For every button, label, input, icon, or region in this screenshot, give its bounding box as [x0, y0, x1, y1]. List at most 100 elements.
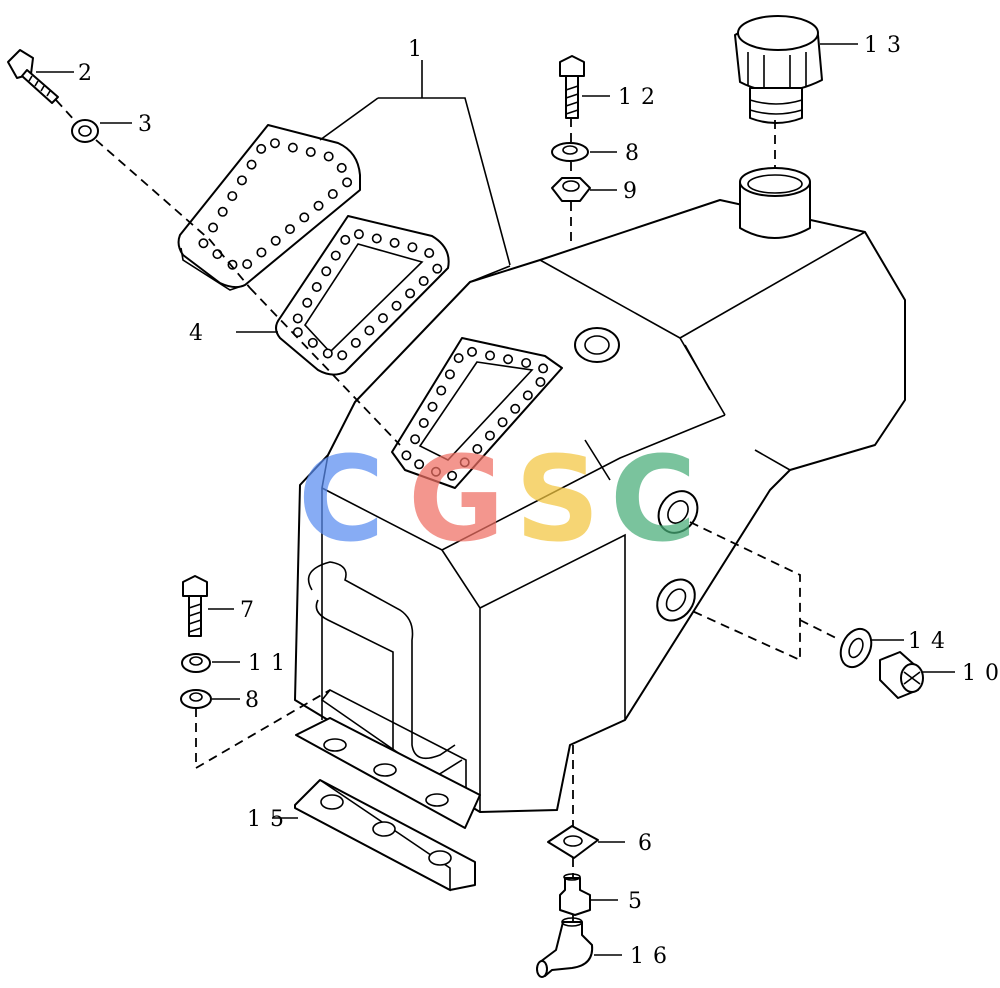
flange-bolt-hole [503, 354, 514, 365]
cover-bolt-hole [284, 224, 295, 235]
cover-bolt-hole [217, 206, 228, 217]
tank-sender-flange [391, 337, 563, 489]
gasket-bolt-hole [405, 288, 416, 299]
cover-bolt-hole [198, 238, 209, 249]
flange-bolt-hole [418, 417, 429, 428]
fuel-tank [294, 199, 906, 813]
gasket-bolt-hole [389, 237, 400, 248]
tank-top-boss [574, 327, 620, 363]
gasket [275, 215, 450, 376]
callout-11: 11 [248, 651, 294, 676]
callout-4: 4 [189, 321, 212, 346]
flange-bolt-hole [410, 434, 421, 445]
gasket-bolt-hole [330, 250, 341, 261]
callout-10: 10 [962, 661, 1000, 686]
callout-8-upper: 8 [625, 141, 648, 166]
bolt-part-2 [7, 49, 59, 104]
gasket-bolt-hole [391, 300, 402, 311]
watermark-logo: C G S C [298, 430, 697, 568]
callout-1: 1 [408, 37, 431, 62]
flange-bolt-hole [436, 385, 447, 396]
filler-cap-part-13 [734, 15, 823, 124]
callout-3: 3 [138, 112, 161, 137]
gasket-bolt-hole [424, 248, 435, 259]
cover-bolt-hole [236, 175, 247, 186]
cover-bolt-hole [242, 259, 253, 270]
flange-bolt-hole [459, 457, 470, 468]
gasket-bolt-hole [311, 282, 322, 293]
gasket-bolt-hole [307, 337, 318, 348]
gasket-bolt-hole [353, 229, 364, 240]
drain-plug-part-10 [879, 651, 924, 699]
gasket-bolt-hole [371, 233, 382, 244]
cover-bolt-hole [227, 259, 238, 270]
flange-bolt-hole [510, 403, 521, 414]
watermark-letter-4: C [610, 430, 697, 568]
elbow-fitting-part-16 [536, 917, 594, 978]
washer-part-8-upper [551, 142, 589, 162]
gasket-bolt-hole [322, 348, 333, 359]
gasket-bolt-hole [292, 313, 303, 324]
washer-part-14 [839, 627, 873, 669]
callout-15: 15 [247, 807, 293, 832]
gasket-bolt-hole [340, 234, 351, 245]
watermark-letter-3: S [515, 430, 600, 568]
assembly-dash-lines [55, 99, 841, 922]
watermark-letter-1: C [298, 430, 385, 568]
callout-labels: 1 2 3 4 5 6 7 8 8 9 10 11 12 13 14 15 16 [78, 33, 1000, 969]
flange-bolt-hole [444, 369, 455, 380]
cover-bolt-hole [269, 138, 280, 149]
callout-16: 16 [630, 944, 676, 969]
flange-bolt-hole [484, 430, 495, 441]
callout-2: 2 [78, 61, 101, 86]
flange-bolt-hole [427, 401, 438, 412]
callout-13: 13 [864, 33, 910, 58]
flange-bolt-hole [414, 459, 425, 470]
callout-5: 5 [628, 889, 651, 914]
cover-bolt-hole [270, 235, 281, 246]
flange-bolt-hole [453, 353, 464, 364]
callout-14: 14 [908, 629, 954, 654]
callout-7: 7 [240, 598, 263, 623]
gasket-bolt-hole [418, 276, 429, 287]
leader-lines [36, 43, 955, 956]
mounting-bar-part-15 [294, 779, 476, 892]
flange-bolt-hole [430, 466, 441, 477]
flange-bolt-hole [472, 443, 483, 454]
watermark-letter-2: G [408, 430, 505, 568]
gasket-bolt-hole [321, 266, 332, 277]
cover-bolt-hole [313, 200, 324, 211]
gasket-bolt-hole [377, 313, 388, 324]
flange-bolt-hole [522, 390, 533, 401]
gasket-bolt-hole [407, 242, 418, 253]
gasket-bolt-hole [337, 350, 348, 361]
cover-bolt-hole [323, 151, 334, 162]
cover-bolt-hole [227, 191, 238, 202]
cover-bolt-hole [246, 159, 257, 170]
cover-plate [177, 124, 361, 291]
cover-bolt-hole [336, 162, 347, 173]
cover-bolt-hole [342, 177, 353, 188]
flange-bolt-hole [538, 363, 549, 374]
lock-washer-part-3 [71, 119, 99, 143]
lock-washer-part-11 [181, 653, 211, 673]
gasket-bolt-hole [364, 325, 375, 336]
flange-bolt-hole [497, 417, 508, 428]
flange-bolt-hole [535, 376, 546, 387]
tank-mounting-foot [295, 717, 481, 829]
gasket-bolt-hole [292, 327, 303, 338]
flange-bolt-hole [485, 350, 496, 361]
side-port-lower [656, 578, 696, 622]
callout-12: 12 [618, 85, 664, 110]
cover-bolt-hole [299, 212, 310, 223]
flange-bolt-hole [467, 346, 478, 357]
cover-bolt-hole [256, 143, 267, 154]
cover-bolt-hole [305, 147, 316, 158]
nut-part-9 [551, 177, 591, 202]
flange-bolt-hole [521, 357, 532, 368]
gasket-bolt-hole [302, 297, 313, 308]
fitting-part-5 [559, 873, 591, 916]
flange-bolt-hole [447, 470, 458, 481]
